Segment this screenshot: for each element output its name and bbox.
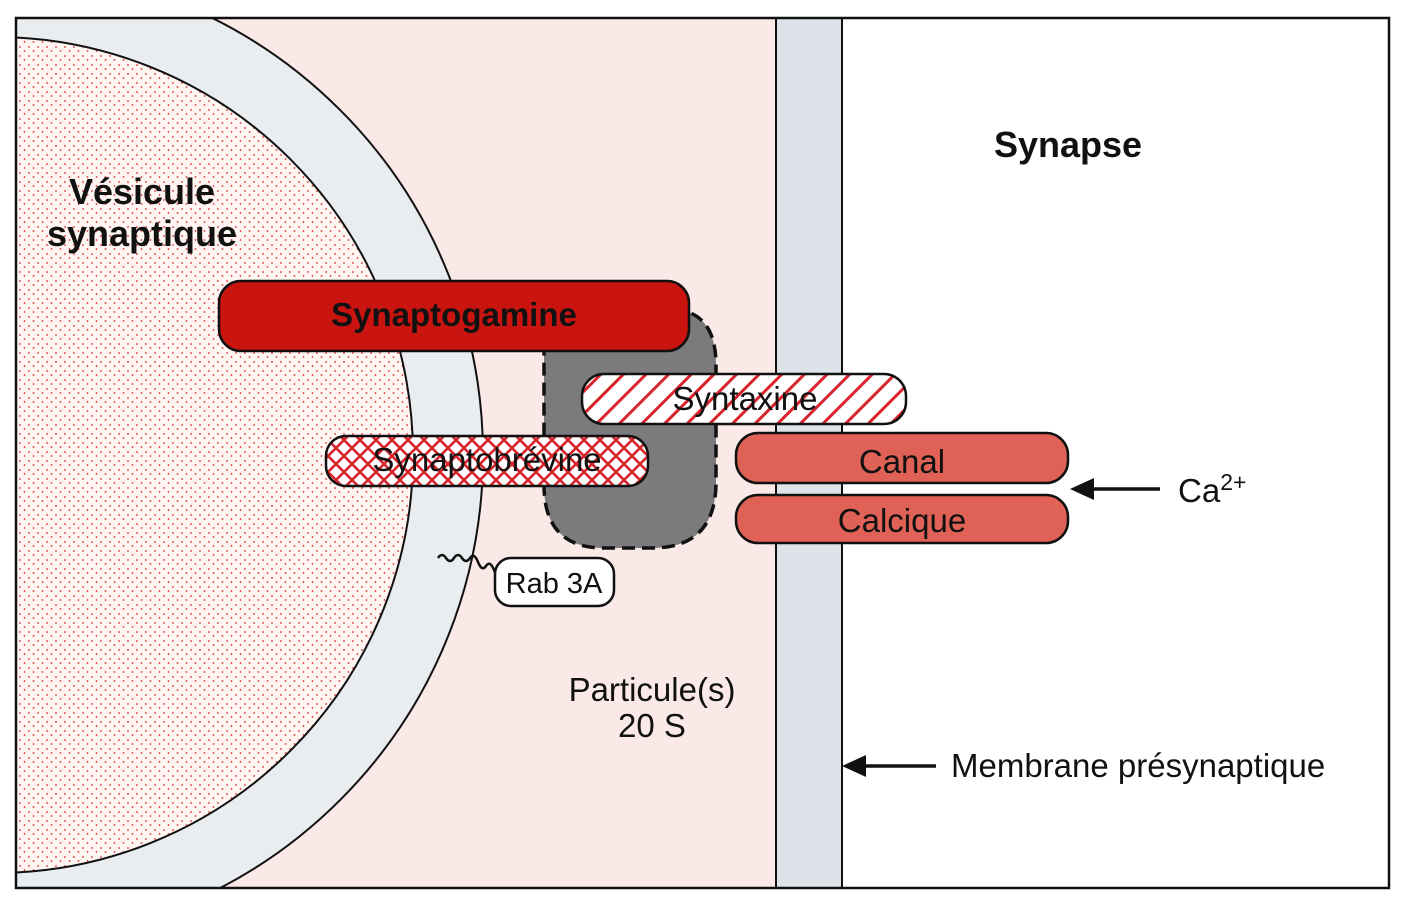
rab-3a-box xyxy=(493,556,616,608)
vesicle-title-1: Vésicule xyxy=(69,171,215,212)
calcium-channel-label-2: Calcique xyxy=(838,502,966,539)
membrane-label: Membrane présynaptique xyxy=(951,747,1325,784)
vesicle-title-2: synaptique xyxy=(47,213,237,254)
calcium-ion-label: Ca2+ xyxy=(1178,469,1246,509)
syntaxin-label: Syntaxine xyxy=(673,380,818,417)
membrane-arrow-head xyxy=(842,755,866,777)
rab-3a-label: Rab 3A xyxy=(506,568,603,600)
particle-label-2: 20 S xyxy=(618,707,686,744)
synaptotagmin-bar xyxy=(217,279,691,353)
synapse-title: Synapse xyxy=(994,124,1142,165)
calcium-ion-base: Ca xyxy=(1178,472,1221,509)
calcium-channel-bottom xyxy=(734,493,1070,545)
synaptobrevin-label: Synaptobrévine xyxy=(372,441,601,478)
calcium-arrow-head xyxy=(1070,478,1094,500)
particle-label-1: Particule(s) xyxy=(569,671,736,708)
figure-frame xyxy=(14,16,1391,890)
synaptotagmin-label: Synaptogamine xyxy=(331,296,577,333)
syntaxin-bar xyxy=(580,372,908,426)
calcium-channel-top xyxy=(734,431,1070,485)
calcium-channel-label-1: Canal xyxy=(859,443,945,480)
calcium-ion-charge: 2+ xyxy=(1220,469,1246,495)
synaptobrevin-bar xyxy=(324,434,650,488)
particle-20s xyxy=(542,309,718,550)
